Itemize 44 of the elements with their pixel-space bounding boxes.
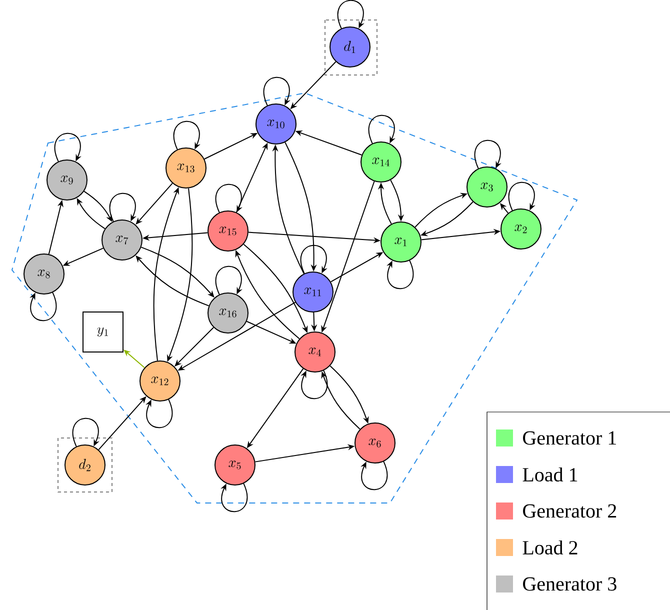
- legend-label: Generator 1: [523, 431, 616, 445]
- arrow: [124, 350, 145, 368]
- self-loop-arrow: [109, 192, 136, 222]
- self-loop-arrow: [54, 132, 82, 162]
- self-loop-arrow: [474, 140, 502, 169]
- state-node: $x_8$: [24, 254, 64, 294]
- self-loop-arrow: [72, 418, 100, 447]
- state-node: $x_{12}$: [140, 360, 180, 402]
- state-node: $x_{11}$: [292, 272, 334, 312]
- self-loop-arrow: [360, 461, 388, 490]
- state-node: $x_3$: [466, 166, 508, 208]
- self-loop-arrow: [215, 184, 242, 213]
- legend-label: Generator 2: [523, 504, 616, 518]
- self-loop-arrow: [263, 76, 290, 106]
- state-node: $x_{13}$: [166, 148, 206, 188]
- state-node: $x_2$: [500, 208, 542, 250]
- state-node: $x_{15}$: [208, 210, 248, 252]
- state-node: $x_6$: [354, 422, 396, 464]
- self-loop-arrow: [215, 266, 242, 295]
- self-loop-arrow: [30, 292, 57, 322]
- state-node: $x_1$: [380, 222, 422, 262]
- self-loop-arrow: [300, 370, 328, 400]
- self-loop-arrow: [368, 114, 396, 144]
- state-node: $x_5$: [214, 444, 256, 486]
- self-loop-arrow: [146, 399, 173, 428]
- state-node: $d_1$: [330, 26, 370, 68]
- state-node: $d_2$: [64, 444, 106, 486]
- state-node: $x_{10}$: [256, 104, 296, 144]
- legend-label: Load 2: [522, 540, 578, 555]
- self-loop-arrow: [220, 483, 248, 512]
- state-node: $x_4$: [294, 332, 336, 372]
- state-node: $x_7$: [102, 220, 142, 260]
- arrow: [174, 327, 214, 366]
- legend-label: Generator 3: [523, 577, 616, 591]
- self-loop-arrow: [508, 182, 536, 211]
- state-node: $x_{16}$: [208, 292, 248, 334]
- self-loop-arrow: [386, 260, 414, 290]
- legend-label: Load 1: [522, 467, 578, 482]
- self-loop-arrow: [337, 0, 364, 29]
- self-loop-arrow: [300, 244, 328, 274]
- output-box: $y_1$: [82, 312, 124, 352]
- state-node: $x_{14}$: [360, 142, 402, 182]
- state-node: $x_9$: [46, 160, 88, 200]
- self-loop-arrow: [173, 120, 200, 150]
